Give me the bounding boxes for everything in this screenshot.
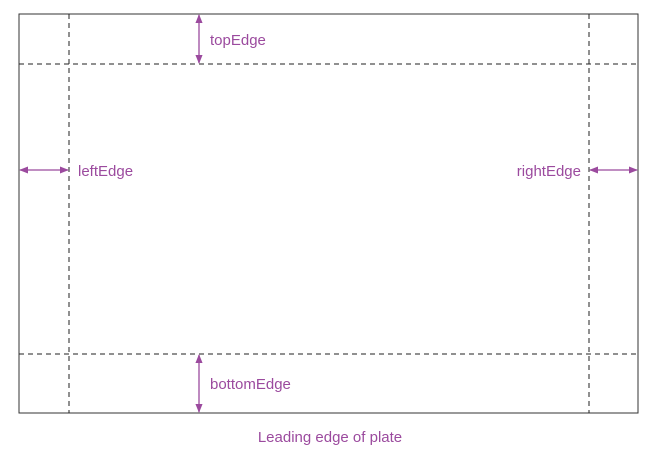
right-edge-label: rightEdge (517, 163, 581, 180)
plate-outline (18, 13, 639, 414)
left-edge-label: leftEdge (78, 163, 133, 180)
top-edge-label: topEdge (210, 32, 266, 49)
bottom-edge-label: bottomEdge (210, 376, 291, 393)
plate-caption: Leading edge of plate (258, 429, 402, 446)
